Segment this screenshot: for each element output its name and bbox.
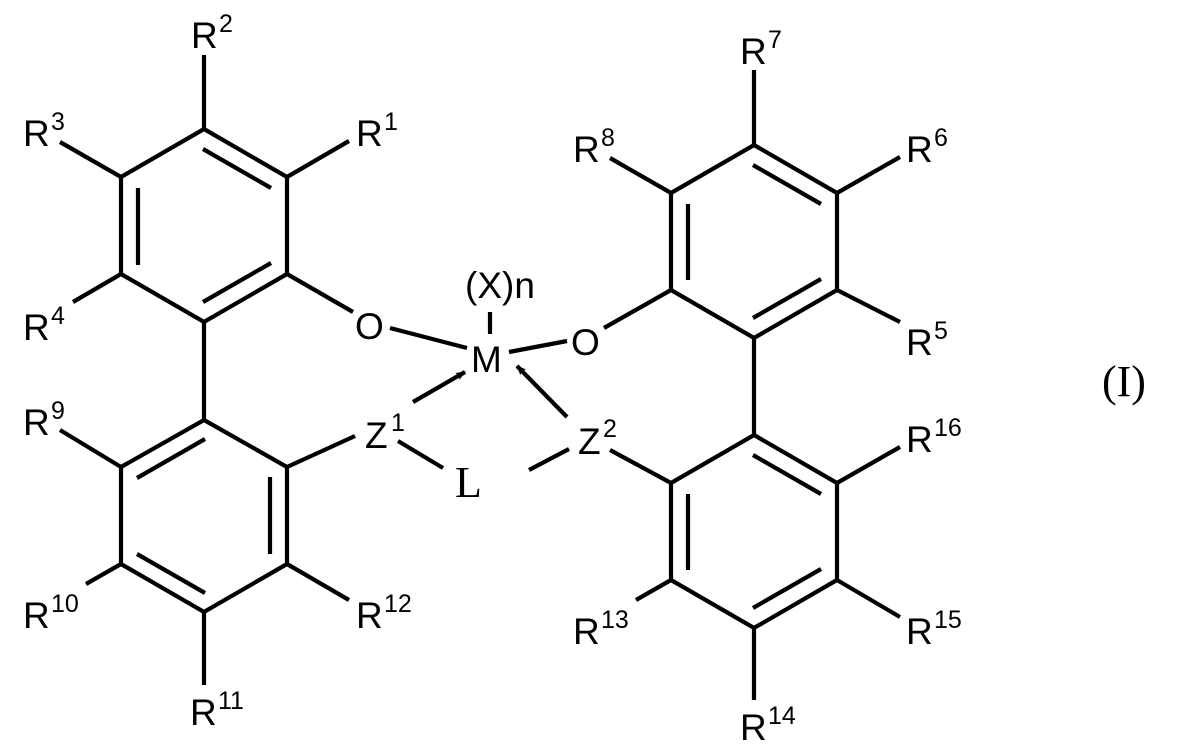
bond-r15 [835,578,902,619]
svg-text:5: 5 [934,317,948,345]
svg-text:12: 12 [384,590,412,618]
metal-label: M [471,339,502,380]
svg-text:10: 10 [51,590,79,618]
bond-r9 [58,428,123,469]
svg-text:13: 13 [601,606,629,634]
bond-o-left-m [389,325,468,351]
coordination-arrow-z1-icon [411,370,467,404]
svg-text:Z: Z [578,421,601,462]
bond-r16 [835,445,902,485]
bond-m-o-right [508,338,568,355]
svg-text:R: R [23,113,50,154]
substituent-r1-label: R 1 [356,108,398,154]
bond-ring1-o [285,272,355,314]
substituent-r3-label: R 3 [23,108,65,154]
substituent-r2-label: R 2 [191,10,233,56]
svg-text:R: R [191,15,218,56]
svg-text:R: R [740,707,767,748]
bond-r10 [84,562,123,586]
svg-text:R: R [906,419,933,460]
svg-text:Z: Z [365,415,388,456]
bond-r1 [285,139,351,179]
bond-r6 [835,155,902,195]
substituent-r13-label: R 13 [573,606,629,652]
svg-text:6: 6 [934,124,948,152]
ring-lower-left [118,417,290,615]
substituent-r15-label: R 15 [906,606,962,652]
substituent-r14-label: R 14 [740,702,796,748]
bond-r4 [71,272,123,304]
substituent-r10-label: R 10 [23,590,79,636]
svg-text:R: R [906,611,933,652]
ring-upper-left [118,126,290,325]
substituent-r4-label: R 4 [23,302,65,348]
substituent-r16-label: R 16 [906,414,962,460]
ring-upper-right [668,142,840,341]
svg-text:2: 2 [219,10,233,38]
svg-text:14: 14 [768,702,796,730]
svg-text:7: 7 [768,26,782,54]
svg-text:R: R [906,322,933,363]
svg-text:R: R [740,31,767,72]
oxygen-left-label: O [355,306,384,347]
svg-text:16: 16 [934,414,962,442]
substituent-r6-label: R 6 [906,124,948,170]
ligand-group-label: (X)n [465,265,535,306]
svg-text:3: 3 [51,108,65,136]
svg-text:R: R [356,595,383,636]
bond-ring4-z2 [609,448,672,485]
bond-z1-l [396,439,445,470]
svg-text:11: 11 [218,687,244,715]
oxygen-right-label: O [571,322,600,363]
bond-z2-l [528,447,570,472]
substituent-r5-label: R 5 [906,317,948,363]
donor-z2-label: Z 2 [578,415,617,462]
bond-ring2-z1 [286,434,356,469]
bond-r8 [608,156,673,195]
svg-text:R: R [356,113,383,154]
donor-z1-label: Z 1 [365,409,405,456]
coordination-arrow-z2-icon [515,364,569,419]
svg-text:15: 15 [934,606,962,634]
substituent-r7-label: R 7 [740,26,782,72]
svg-text:R: R [23,402,50,443]
substituent-r12-label: R 12 [356,590,412,636]
svg-text:R: R [906,129,933,170]
svg-text:9: 9 [51,397,65,425]
bond-r13 [634,578,673,602]
substituent-r9-label: R 9 [23,397,65,443]
linker-label: L [455,458,482,507]
formula-number-label: (I) [1102,357,1146,406]
svg-text:R: R [190,692,217,733]
svg-text:1: 1 [391,409,405,437]
bond-r5 [836,288,901,324]
svg-text:R: R [573,611,600,652]
bond-ring3-o [602,288,673,330]
svg-text:R: R [573,129,600,170]
svg-text:2: 2 [603,415,617,443]
svg-text:R: R [23,595,50,636]
svg-text:4: 4 [51,302,65,330]
svg-text:R: R [23,307,50,348]
ring-lower-right [668,432,840,631]
svg-text:8: 8 [601,124,615,152]
substituent-r11-label: R 11 [190,687,244,733]
bond-r12 [285,562,351,602]
bond-r3 [58,140,123,179]
svg-text:1: 1 [384,108,398,136]
substituent-r8-label: R 8 [573,124,615,170]
